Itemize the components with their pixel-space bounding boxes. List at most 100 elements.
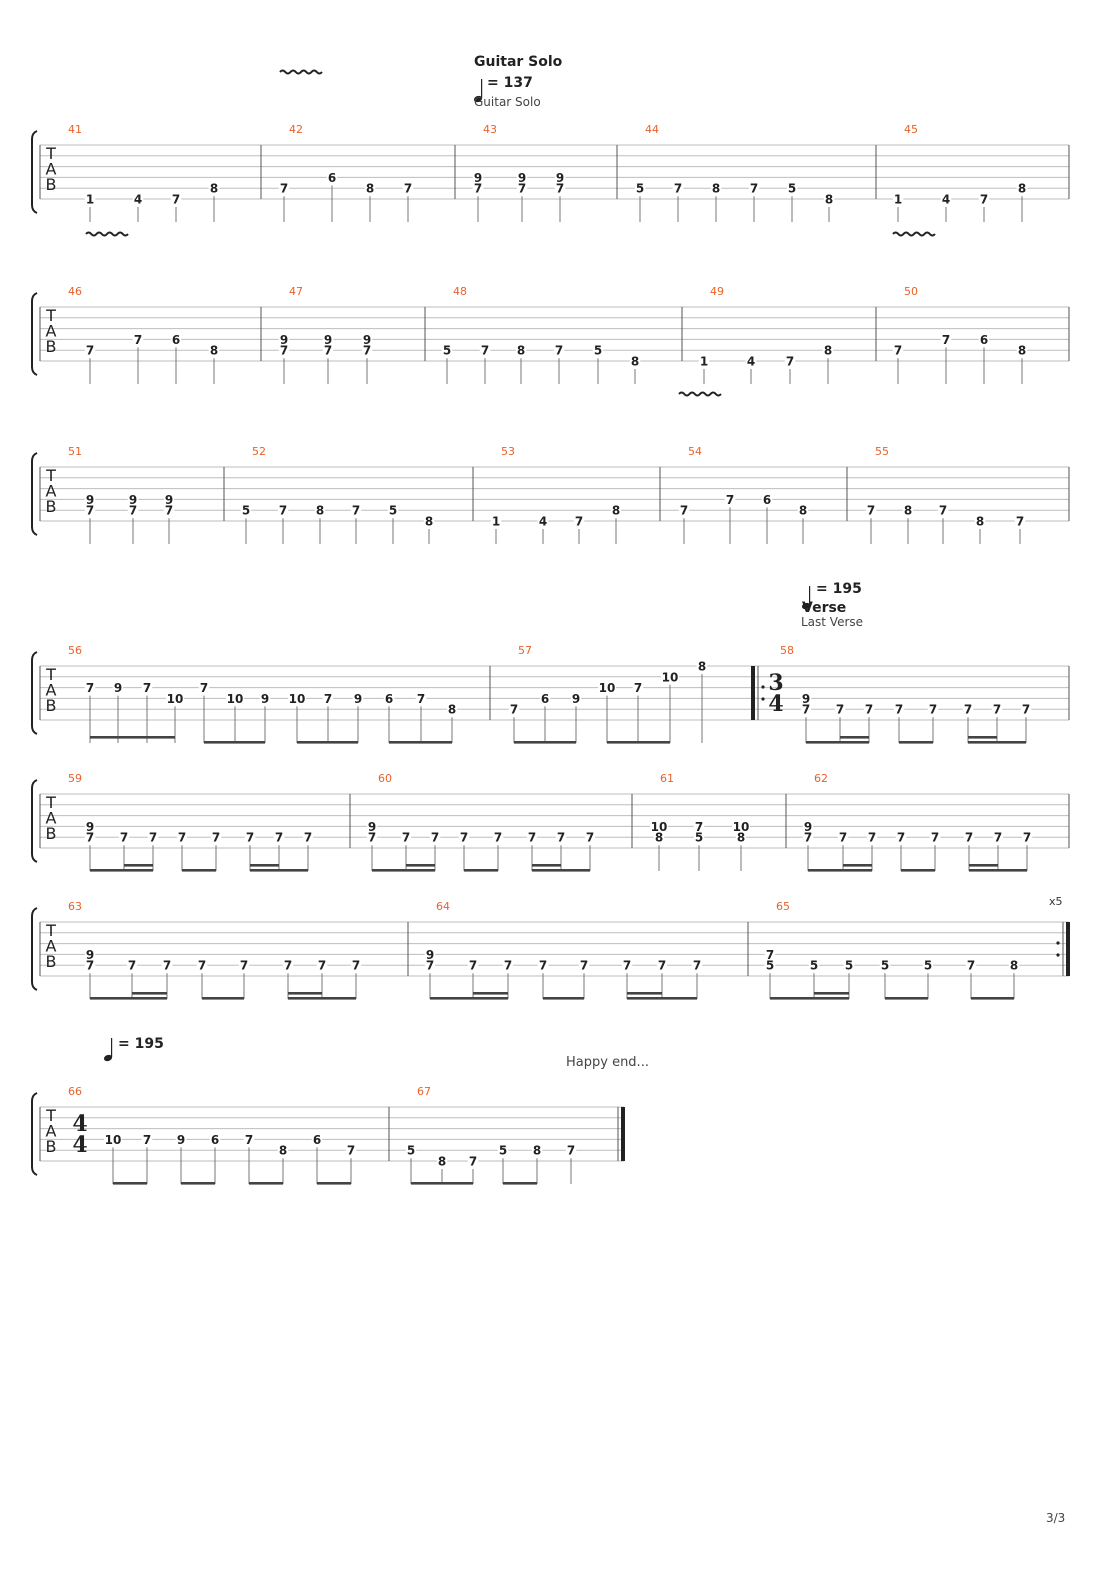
beam bbox=[297, 741, 358, 744]
fret-bg bbox=[764, 959, 776, 972]
page-number: 3/3 bbox=[1046, 1511, 1066, 1525]
measure-number: 62 bbox=[814, 772, 828, 785]
fret-bg bbox=[650, 820, 668, 833]
beam bbox=[503, 1182, 537, 1185]
fret-number: 9 bbox=[572, 692, 580, 706]
fret-bg bbox=[467, 959, 479, 972]
fret-number: 7 bbox=[284, 959, 292, 973]
fret-number: 7 bbox=[567, 1144, 575, 1158]
fret-bg bbox=[84, 959, 96, 972]
fret-number: 5 bbox=[636, 182, 644, 196]
fret-bg bbox=[175, 1133, 187, 1146]
fret-bg bbox=[170, 193, 182, 205]
repeat-dot bbox=[1056, 953, 1060, 957]
fret-number: 7 bbox=[528, 831, 536, 845]
beam bbox=[627, 992, 662, 995]
fret-bg bbox=[822, 344, 834, 357]
fret-bg bbox=[364, 182, 376, 195]
fret-bg bbox=[892, 193, 904, 205]
repeat-start-thick bbox=[751, 666, 755, 720]
time-signature-bottom: 4 bbox=[72, 1132, 87, 1158]
fret-number: 6 bbox=[385, 692, 393, 706]
beam bbox=[250, 864, 279, 867]
beam bbox=[406, 864, 435, 867]
fret-number: 6 bbox=[172, 333, 180, 347]
fret-number: 5 bbox=[810, 959, 818, 973]
fret-number: 7 bbox=[557, 831, 565, 845]
fret-number: 9 bbox=[518, 171, 526, 185]
fret-number: 7 bbox=[967, 959, 975, 973]
fret-number: 7 bbox=[994, 831, 1002, 845]
beam bbox=[968, 741, 1026, 744]
fret-bg bbox=[402, 182, 414, 195]
fret-number: 7 bbox=[895, 703, 903, 717]
fret-number: 8 bbox=[425, 515, 433, 529]
fret-bg bbox=[515, 344, 527, 357]
measure-number: 47 bbox=[289, 285, 303, 298]
measure-number: 63 bbox=[68, 900, 82, 913]
fret-bg bbox=[553, 344, 565, 357]
fret-bg bbox=[1020, 703, 1032, 716]
fret-bg bbox=[366, 820, 378, 833]
fret-number: 9 bbox=[261, 692, 269, 706]
fret-bg bbox=[526, 831, 538, 844]
fret-bg bbox=[497, 1144, 509, 1157]
beam bbox=[464, 869, 498, 872]
beam bbox=[901, 869, 935, 872]
tempo-note-icon bbox=[801, 602, 811, 610]
fret-bg bbox=[661, 670, 679, 683]
fret-number: 5 bbox=[594, 344, 602, 358]
fret-bg bbox=[978, 333, 990, 346]
fret-number: 7 bbox=[993, 703, 1001, 717]
beam bbox=[532, 864, 561, 867]
section-subtitle-guitar-solo: Guitar Solo bbox=[474, 95, 541, 109]
fret-number: 7 bbox=[347, 1144, 355, 1158]
fret-number: 7 bbox=[868, 831, 876, 845]
fret-number: 9 bbox=[556, 171, 564, 185]
beam bbox=[249, 1182, 283, 1185]
fret-number: 9 bbox=[368, 820, 376, 834]
fret-number: 6 bbox=[328, 171, 336, 185]
fret-number: 7 bbox=[246, 831, 254, 845]
fret-bg bbox=[326, 171, 338, 184]
system-bracket bbox=[31, 651, 38, 735]
fret-number: 5 bbox=[845, 959, 853, 973]
fret-bg bbox=[865, 504, 877, 517]
beam bbox=[317, 1182, 351, 1185]
fret-bg bbox=[278, 344, 290, 357]
fret-number: 6 bbox=[980, 333, 988, 347]
tab-clef-letter: A bbox=[46, 809, 57, 828]
beam bbox=[250, 869, 308, 872]
beam bbox=[181, 1182, 215, 1185]
fret-bg bbox=[415, 692, 427, 705]
fret-bg bbox=[479, 344, 491, 357]
beam bbox=[840, 736, 869, 739]
fret-bg bbox=[929, 831, 941, 844]
fret-number: 7 bbox=[1016, 515, 1024, 529]
fret-number: 5 bbox=[924, 959, 932, 973]
repeat-count: x5 bbox=[1049, 895, 1063, 908]
time-signature-top: 4 bbox=[72, 1111, 87, 1137]
fret-bg bbox=[761, 493, 773, 506]
fret-bg bbox=[940, 193, 952, 205]
fret-number: 7 bbox=[128, 959, 136, 973]
tab-clef-letter: A bbox=[46, 482, 57, 501]
tab-clef-letter: A bbox=[46, 322, 57, 341]
fret-bg bbox=[273, 831, 285, 844]
beam bbox=[430, 997, 508, 1000]
fret-number: 10 bbox=[289, 692, 306, 706]
repeat-dot bbox=[761, 685, 765, 689]
fret-bg bbox=[127, 493, 139, 506]
fret-bg bbox=[84, 504, 96, 517]
measure-number: 43 bbox=[483, 123, 497, 136]
fret-number: 9 bbox=[802, 692, 810, 706]
fret-number: 5 bbox=[766, 959, 774, 973]
beam bbox=[90, 736, 175, 739]
tempo-marking-137: = 137 bbox=[487, 75, 533, 91]
measure-number: 67 bbox=[417, 1085, 431, 1098]
fret-bg bbox=[927, 703, 939, 716]
fret-number: 10 bbox=[227, 692, 244, 706]
fret-bg bbox=[322, 333, 334, 346]
fret-bg bbox=[405, 1144, 417, 1157]
fret-bg bbox=[163, 504, 175, 517]
